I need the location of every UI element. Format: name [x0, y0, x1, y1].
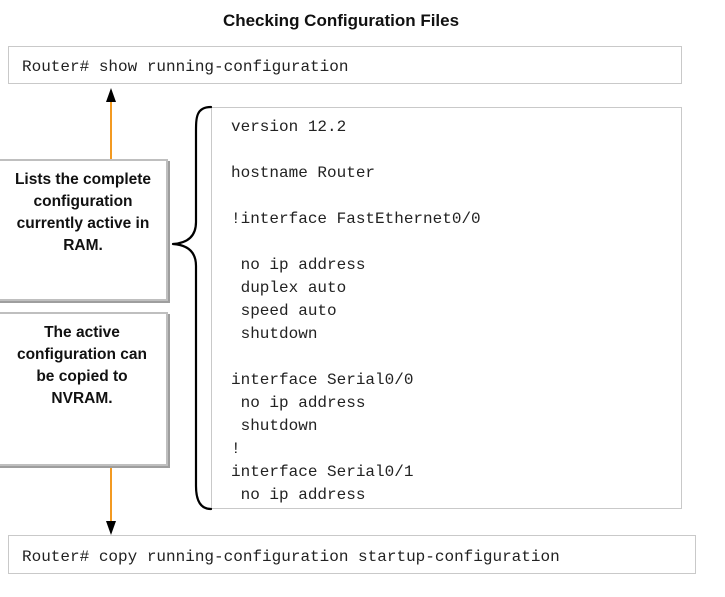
config-line: version 12.2: [231, 118, 347, 136]
config-line: !interface FastEthernet0/0: [231, 210, 481, 228]
config-line: !: [231, 440, 241, 458]
callout-lists-config: Lists the complete configuration current…: [0, 159, 168, 301]
config-line: shutdown: [231, 417, 318, 435]
config-line: duplex auto: [231, 279, 347, 297]
config-line: interface Serial0/1: [231, 463, 414, 481]
diagram-title: Checking Configuration Files: [222, 11, 460, 30]
curly-brace-icon: [171, 105, 213, 511]
callout-copy-nvram: The active configuration can be copied t…: [0, 312, 168, 466]
config-line: no ip address: [231, 256, 366, 274]
copy-command-box: Router# copy running-configuration start…: [8, 535, 696, 574]
running-config-box: version 12.2 hostname Router !interface …: [211, 107, 682, 509]
config-line: no ip address: [231, 486, 366, 504]
config-line: shutdown: [231, 325, 318, 343]
config-line: interface Serial0/0: [231, 371, 414, 389]
up-arrow-head-icon: [106, 88, 116, 102]
config-line: hostname Router: [231, 164, 376, 182]
config-line: no ip address: [231, 394, 366, 412]
down-arrow-head-icon: [106, 521, 116, 535]
show-command-box: Router# show running-configuration: [8, 46, 682, 84]
config-line: speed auto: [231, 302, 337, 320]
